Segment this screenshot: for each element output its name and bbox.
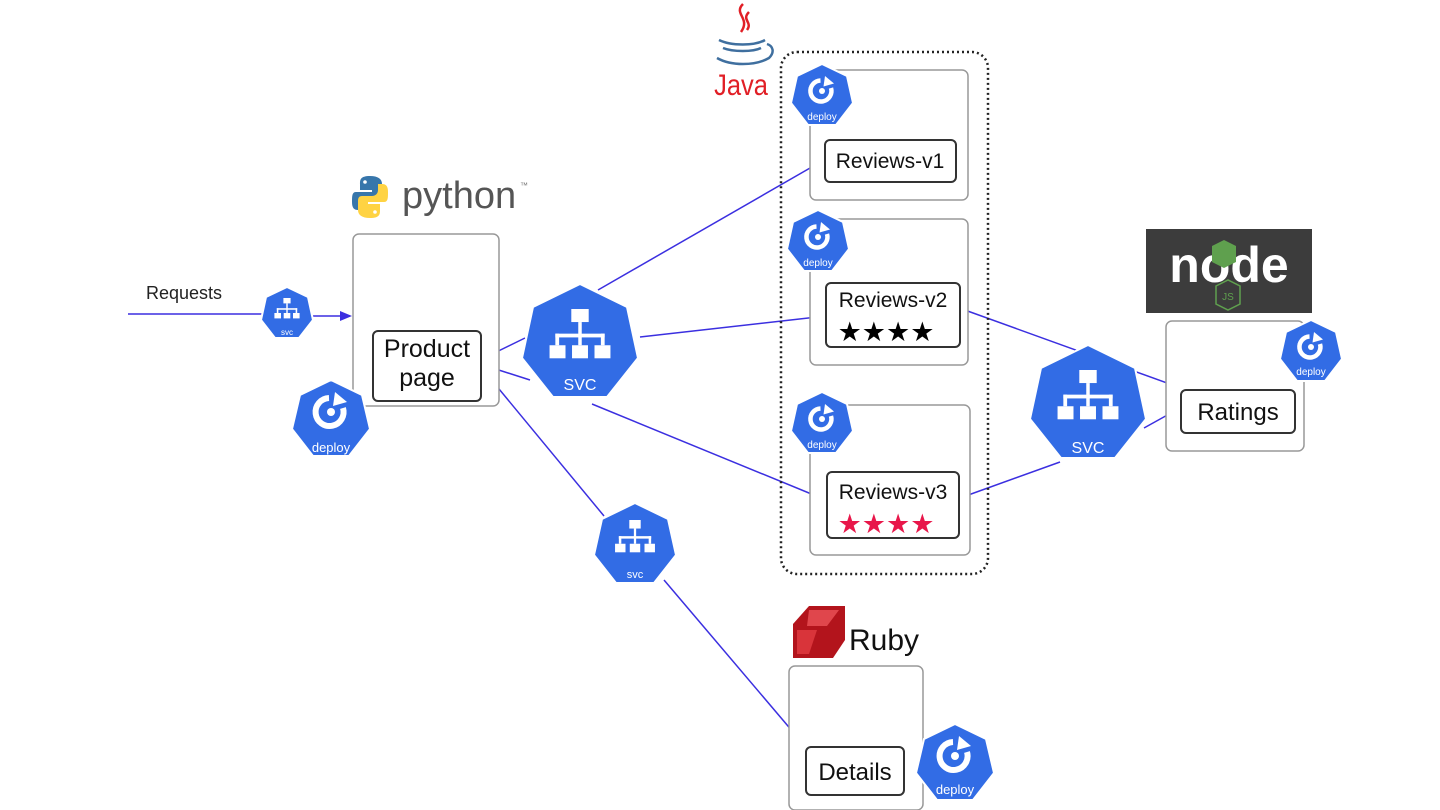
svc-badge-label: SVC xyxy=(1072,440,1105,457)
deploy-badge-label: deploy xyxy=(807,440,836,451)
reviews-v3-stars: ★★★★ xyxy=(838,509,935,539)
deploy-badge-label: deploy xyxy=(312,440,351,455)
svc-badge-label: svc xyxy=(627,569,644,581)
deploy-badge-label: deploy xyxy=(807,112,836,123)
edge-reviews-v3-to-ratings-svc xyxy=(959,461,1061,499)
node-logo: node JS xyxy=(1146,229,1312,313)
java-steam-icon xyxy=(738,3,750,33)
svc-badge-label: svc xyxy=(281,328,293,337)
reviews-v1-label: Reviews-v1 xyxy=(836,150,945,173)
productpage-box[interactable]: Product page xyxy=(372,330,482,402)
requests-label: Requests xyxy=(146,283,222,303)
deploy-badge-shape xyxy=(789,62,855,126)
python-eye-icon xyxy=(363,180,367,184)
java-label: Java xyxy=(714,68,768,101)
edges xyxy=(128,159,1194,754)
svc-badge-label: SVC xyxy=(564,377,597,394)
deploy-badge-shape xyxy=(785,208,851,272)
python-logo: python ™ xyxy=(352,175,528,218)
java-logo: Java xyxy=(714,3,774,101)
reviews-v2-deploy-badge[interactable]: deploy xyxy=(785,208,851,272)
ruby-facet-icon xyxy=(797,630,817,654)
node-hexagon-icon xyxy=(1212,240,1236,268)
node-js-hexagon-icon xyxy=(1215,279,1241,311)
deploy-badge-label: deploy xyxy=(936,782,975,797)
ratings-deploy-badge[interactable]: deploy xyxy=(1278,318,1344,382)
edge-svc-to-reviews-v1 xyxy=(597,159,826,291)
reviews-v3-box[interactable]: Reviews-v3 ★★★★ xyxy=(826,471,960,539)
reviews-v3-deploy-badge[interactable]: deploy xyxy=(789,390,855,454)
python-label: python xyxy=(402,175,516,217)
ratings-svc-badge[interactable]: SVC xyxy=(1028,343,1148,459)
ingress-svc-badge[interactable]: svc xyxy=(259,285,315,339)
reviews-svc-badge[interactable]: SVC xyxy=(520,282,640,398)
deploy-badge-shape xyxy=(789,390,855,454)
details-svc-badge[interactable]: svc xyxy=(592,501,678,584)
deploy-badge-shape xyxy=(290,378,372,457)
deploy-badge-label: deploy xyxy=(1296,367,1325,378)
deploy-badge-shape xyxy=(1278,318,1344,382)
edge-svc-to-reviews-v2 xyxy=(639,312,828,338)
details-deploy-badge[interactable]: deploy xyxy=(914,722,996,801)
reviews-v1-box[interactable]: Reviews-v1 xyxy=(824,139,957,183)
reviews-v2-label: Reviews-v2 xyxy=(839,289,948,312)
ruby-logo: Ruby xyxy=(793,606,919,658)
deploy-badge-shape xyxy=(914,722,996,801)
node-js-label: JS xyxy=(1222,292,1234,303)
edge-svc-to-reviews-v3 xyxy=(591,403,828,501)
python-eye-icon xyxy=(373,210,377,214)
details-label: Details xyxy=(818,759,891,786)
python-snake-yellow-icon xyxy=(358,184,388,218)
ruby-label: Ruby xyxy=(849,624,919,657)
ratings-box[interactable]: Ratings xyxy=(1180,389,1296,434)
java-cup-icon xyxy=(716,38,774,66)
reviews-v2-box[interactable]: Reviews-v2 ★★★★ xyxy=(825,282,961,348)
reviews-v1-deploy-badge[interactable]: deploy xyxy=(789,62,855,126)
productpage-label-line1: Product xyxy=(384,335,470,363)
details-box[interactable]: Details xyxy=(805,746,905,796)
productpage-label-line2: page xyxy=(399,364,455,392)
edge-details-svc-to-details xyxy=(663,579,812,754)
reviews-v3-label: Reviews-v3 xyxy=(839,481,948,504)
productpage-deploy-badge[interactable]: deploy xyxy=(290,378,372,457)
ruby-facet-icon xyxy=(807,610,839,626)
ratings-label: Ratings xyxy=(1197,399,1278,426)
edge-productpage-to-details-svc xyxy=(479,365,605,517)
reviews-v2-stars: ★★★★ xyxy=(838,317,935,347)
python-tm: ™ xyxy=(520,181,528,190)
deploy-badge-label: deploy xyxy=(803,258,832,269)
